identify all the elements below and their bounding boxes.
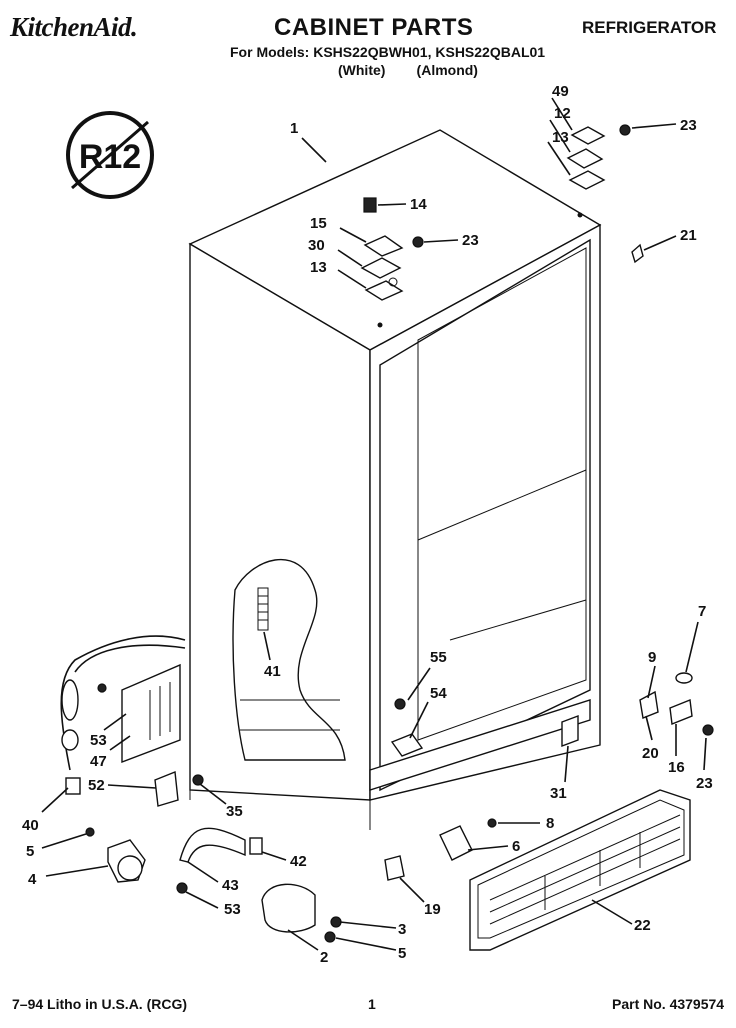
callout-16: 16 <box>668 759 685 776</box>
callout-9: 9 <box>648 649 656 666</box>
callout-22: 22 <box>634 917 651 934</box>
toe-grille <box>469 789 691 951</box>
callout-54: 54 <box>430 685 447 702</box>
bottom-right-parts <box>639 672 714 736</box>
callout-23b: 23 <box>462 232 479 249</box>
callout-13b: 13 <box>310 259 327 276</box>
callout-14: 14 <box>410 196 427 213</box>
spring-part <box>257 587 269 631</box>
power-cord-assembly <box>60 635 186 795</box>
bottom-middle-parts <box>384 698 579 881</box>
callout-47: 47 <box>90 753 107 770</box>
callout-8: 8 <box>546 815 554 832</box>
callout-13: 13 <box>552 129 569 146</box>
callout-31: 31 <box>550 785 567 802</box>
callout-42: 42 <box>290 853 307 870</box>
callout-3: 3 <box>398 921 406 938</box>
callout-40: 40 <box>22 817 39 834</box>
callout-23c: 23 <box>696 775 713 792</box>
callout-6: 6 <box>512 838 520 855</box>
category-label: REFRIGERATOR <box>582 18 717 37</box>
callout-12: 12 <box>554 105 571 122</box>
callout-5b: 5 <box>398 945 406 962</box>
page-number: 1 <box>368 996 376 1012</box>
callout-19: 19 <box>424 901 441 918</box>
callout-7: 7 <box>698 603 706 620</box>
callout-30: 30 <box>308 237 325 254</box>
callout-52: 52 <box>88 777 105 794</box>
callout-21: 21 <box>680 227 697 244</box>
callout-2: 2 <box>320 949 328 966</box>
callout-35: 35 <box>226 803 243 820</box>
top-hinge-right <box>566 124 644 264</box>
callout-43: 43 <box>222 877 239 894</box>
callout-53b: 53 <box>224 901 241 918</box>
bottom-left-parts <box>85 771 342 943</box>
model-numbers: For Models: KSHS22QBWH01, KSHS22QBAL01 <box>230 44 546 60</box>
page-title: CABINET PARTS <box>274 14 474 41</box>
callout-20: 20 <box>642 745 659 762</box>
badge-text: R12 <box>79 138 141 176</box>
top-hinge-center <box>360 197 424 301</box>
callout-55: 55 <box>430 649 447 666</box>
callout-53: 53 <box>90 732 107 749</box>
litho-note: 7–94 Litho in U.S.A. (RCG) <box>12 996 188 1012</box>
brand-logo: KitchenAid. <box>10 12 138 42</box>
callout-41: 41 <box>264 663 281 680</box>
callout-23: 23 <box>680 117 697 134</box>
callout-5: 5 <box>26 843 34 860</box>
callout-1: 1 <box>290 120 298 137</box>
part-number: Part No. 4379574 <box>612 996 725 1012</box>
callouts: 1 49 12 23 13 14 15 23 30 13 21 41 55 54… <box>22 83 713 966</box>
callout-4: 4 <box>28 871 37 888</box>
leader-lines <box>41 97 707 951</box>
cabinet-body <box>188 129 602 830</box>
model-colors: (White) (Almond) <box>338 62 478 78</box>
callout-49: 49 <box>552 83 569 100</box>
r12-badge: R12 <box>66 111 154 199</box>
callout-15: 15 <box>310 215 327 232</box>
